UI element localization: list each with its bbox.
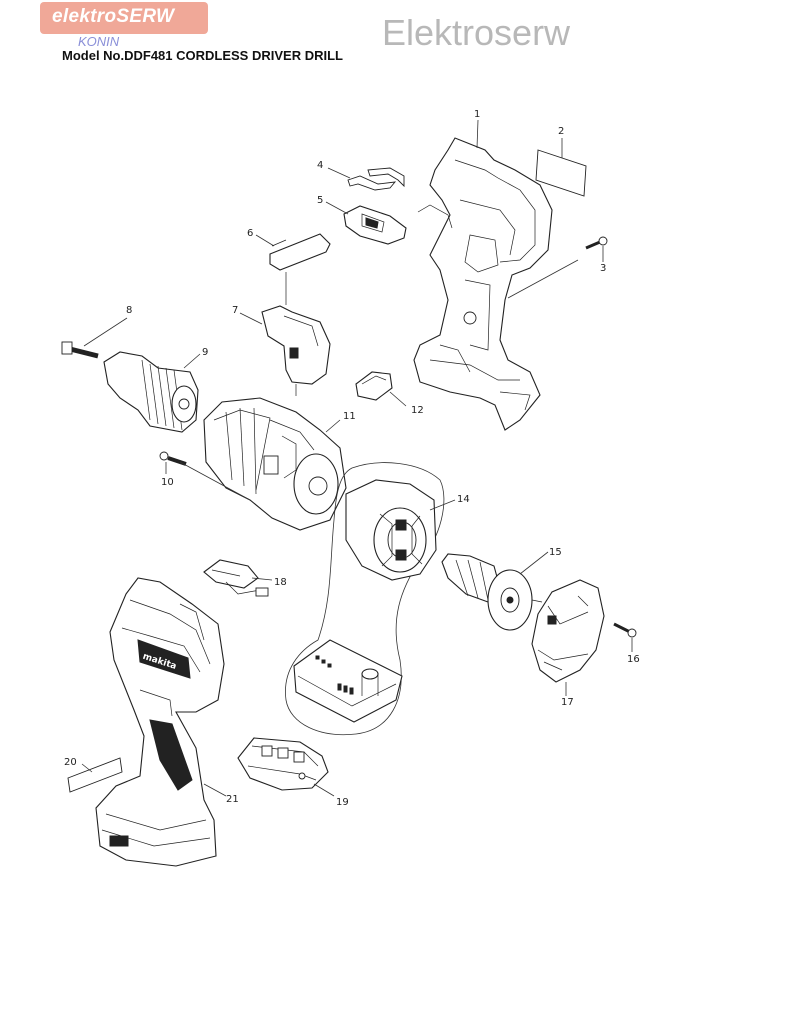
part-label-4: 4 <box>317 160 323 171</box>
part-label-9: 9 <box>202 347 208 358</box>
part-12-rubber-pin <box>355 371 393 401</box>
part-15-rotor <box>441 553 543 631</box>
part-label-14: 14 <box>457 494 470 505</box>
part-5-switch-lever <box>343 205 407 245</box>
logo-text: elektroSERW <box>52 6 175 27</box>
part-21-housing-left: makita <box>95 577 225 867</box>
part-label-12: 12 <box>411 405 424 416</box>
part-label-21: 21 <box>226 794 239 805</box>
part-label-5: 5 <box>317 195 323 206</box>
part-label-1: 1 <box>474 109 480 120</box>
part-label-10: 10 <box>161 477 174 488</box>
part-4-spring <box>347 167 405 191</box>
part-6-capacitor <box>269 233 331 271</box>
part-label-3: 3 <box>600 263 606 274</box>
part-label-16: 16 <box>627 654 640 665</box>
logo-subtext: KONIN <box>78 34 120 49</box>
model-title: Model No.DDF481 CORDLESS DRIVER DRILL <box>62 48 343 63</box>
part-label-6: 6 <box>247 228 253 239</box>
part-14-stator-pcb <box>285 462 445 736</box>
part-16-screw <box>613 622 637 638</box>
part-8-screw <box>61 341 99 359</box>
part-10-screw <box>159 451 187 466</box>
logo-badge <box>40 2 208 34</box>
part-2-label-sticker <box>535 149 587 197</box>
part-label-17: 17 <box>561 697 574 708</box>
part-label-11: 11 <box>343 411 356 422</box>
watermark: Elektroserw <box>382 12 571 53</box>
part-11-gear-assembly <box>203 397 347 531</box>
part-label-20: 20 <box>64 757 77 768</box>
part-label-7: 7 <box>232 305 238 316</box>
part-label-2: 2 <box>558 126 564 137</box>
part-label-15: 15 <box>549 547 562 558</box>
part-20-label <box>67 757 123 793</box>
part-19-terminal <box>237 737 329 791</box>
part-label-19: 19 <box>336 797 349 808</box>
part-label-18: 18 <box>274 577 287 588</box>
part-1-housing-right <box>413 137 553 431</box>
part-17-rear-cover <box>531 579 605 683</box>
part-9-keyless-chuck <box>103 351 199 433</box>
part-18-connector <box>203 559 269 597</box>
part-7-switch <box>261 272 331 396</box>
part-label-8: 8 <box>126 305 132 316</box>
part-3-screw <box>585 236 608 250</box>
